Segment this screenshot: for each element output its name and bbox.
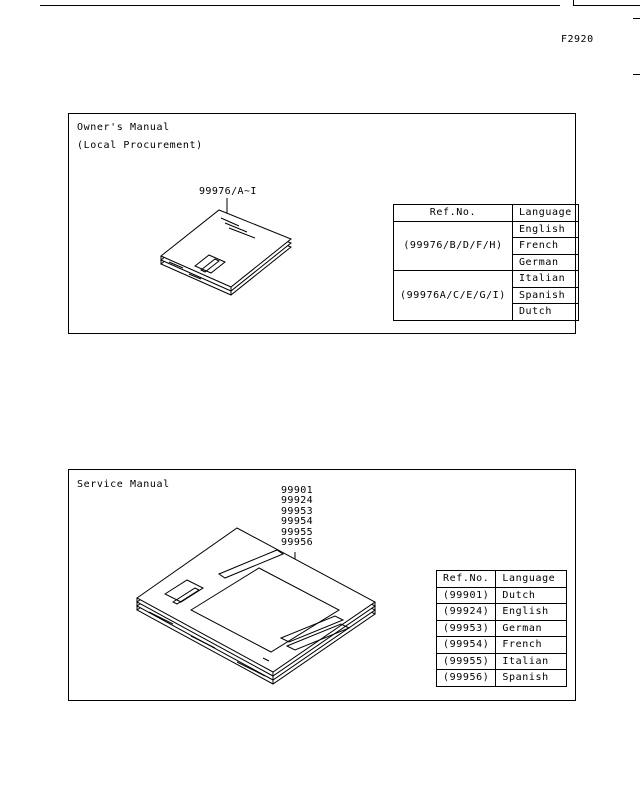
table-row: (99924) English [435,603,568,621]
language-cell: German [511,253,579,271]
table-row: (99901) Dutch [435,586,568,604]
language-cell: English [495,603,568,621]
table-row: (99976/B/D/F/H) English [393,220,579,271]
owners-manual-part-number: 99976/A~I [199,186,257,197]
part-number: 99956 [281,537,314,549]
table-row: (99954) French [435,636,568,654]
ref-cell: (99901) [435,586,497,604]
language-cell: Spanish [511,286,579,304]
language-cell: English [511,220,579,238]
owners-manual-panel: Owner's Manual (Local Procurement) 99976… [68,113,579,334]
table-header-row: Ref.No. Language [393,204,579,222]
owners-manual-language-table: Ref.No. Language (99976/B/D/F/H) English… [393,204,579,321]
ref-cell: (99976/B/D/F/H) [393,220,513,271]
service-manual-panel: Service Manual 99901 99924 99953 99954 9… [68,469,576,701]
language-cell: French [511,237,579,255]
language-cell: Dutch [495,586,568,604]
edge-tick [633,18,640,19]
table-row: (99953) German [435,619,568,637]
ref-cell: (99956) [435,669,497,687]
part-number: 99953 [281,505,314,517]
table-header-row: Ref.No. Language [435,570,568,588]
corner-frame [573,0,640,6]
language-cell: Italian [495,652,568,670]
ref-cell: (99976A/C/E/G/I) [393,270,513,321]
service-manual-illustration [136,527,376,685]
service-manual-title: Service Manual [77,479,170,490]
language-cell: German [495,619,568,637]
header-ref-no: Ref.No. [435,570,497,588]
owners-manual-illustration [160,198,292,296]
part-number: 99901 [281,485,314,496]
language-cell: Dutch [511,303,579,321]
part-number: 99954 [281,516,314,528]
header-language: Language [511,204,579,222]
language-cell: Italian [511,270,579,288]
table-row: (99976A/C/E/G/I) Italian [393,270,579,321]
table-row: Dutch [394,303,579,321]
service-manual-part-numbers: 99901 99924 99953 99954 99955 99956 [281,485,314,549]
edge-tick [633,74,640,75]
header-language: Language [495,570,568,588]
service-manual-language-table: Ref.No. Language (99901) Dutch (99924) E… [435,570,568,687]
table-row: (99956) Spanish [435,669,568,687]
top-rule [40,5,560,6]
owners-manual-title: Owner's Manual [77,122,170,133]
header-ref-no: Ref.No. [393,204,513,222]
owners-manual-subtitle: (Local Procurement) [77,140,203,151]
ref-cell: (99953) [435,619,497,637]
part-number: 99955 [281,526,314,538]
language-cell: Spanish [495,669,568,687]
ref-cell: (99954) [435,636,497,654]
figure-code: F2920 [561,34,594,45]
ref-cell: (99955) [435,652,497,670]
ref-cell: (99924) [435,603,497,621]
language-cell: French [495,636,568,654]
table-row: (99955) Italian [435,652,568,670]
part-number: 99924 [281,495,314,507]
